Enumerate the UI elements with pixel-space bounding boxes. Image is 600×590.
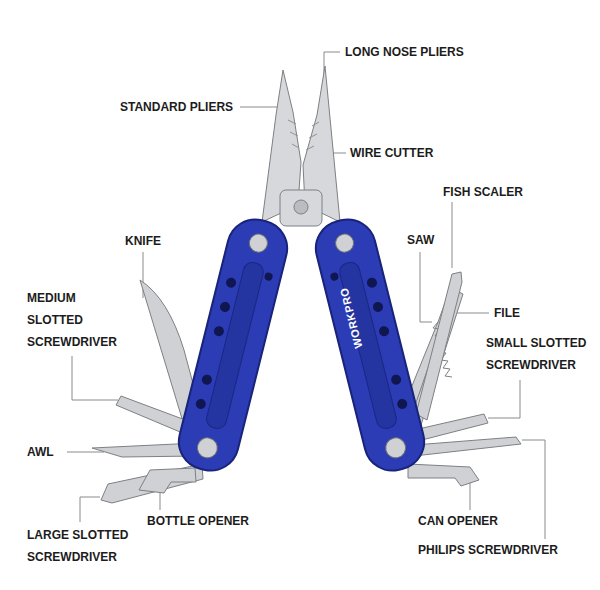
leader-line bbox=[452, 202, 453, 268]
hole bbox=[366, 277, 378, 289]
large-screwdriver bbox=[101, 464, 203, 503]
part-label: WIRE CUTTER bbox=[350, 142, 433, 164]
hole bbox=[390, 374, 402, 386]
left-handle bbox=[173, 214, 293, 477]
part-label: PHILIPS SCREWDRIVER bbox=[418, 539, 558, 561]
hole bbox=[195, 398, 207, 410]
right-handle bbox=[310, 214, 430, 477]
part-label: LONG NOSE PLIERS bbox=[345, 41, 464, 63]
handle-groove bbox=[338, 261, 399, 431]
handle-groove bbox=[205, 261, 266, 431]
screw bbox=[195, 436, 219, 460]
small-screwdriver bbox=[414, 414, 488, 441]
part-label: FILE bbox=[494, 302, 520, 324]
part-label: SAW bbox=[407, 229, 434, 251]
hole bbox=[330, 272, 340, 282]
fish-scaler bbox=[416, 272, 462, 420]
hole bbox=[201, 374, 213, 386]
part-label: FISH SCALER bbox=[443, 181, 523, 203]
leader-line bbox=[457, 313, 489, 314]
part-label: BOTTLE OPENER bbox=[147, 510, 249, 532]
handle-body bbox=[173, 214, 293, 477]
leader-line bbox=[67, 452, 104, 453]
part-label: STANDARD PLIERS bbox=[120, 96, 233, 118]
leader-line bbox=[522, 440, 545, 539]
handle-body bbox=[310, 214, 430, 477]
screw bbox=[334, 232, 356, 254]
part-label: CAN OPENER bbox=[418, 510, 498, 532]
hole bbox=[264, 272, 274, 282]
hole bbox=[378, 325, 390, 337]
philips-screwdriver bbox=[414, 437, 521, 456]
hole bbox=[372, 301, 384, 313]
screw bbox=[384, 436, 408, 460]
leader-line bbox=[488, 380, 520, 418]
handle-holes bbox=[330, 263, 409, 418]
part-label: MEDIUM SLOTTED SCREWDRIVER bbox=[27, 287, 127, 353]
part-label: AWL bbox=[27, 441, 54, 463]
part-label: SMALL SLOTTED SCREWDRIVER bbox=[486, 332, 594, 376]
jaw-serration bbox=[288, 120, 319, 150]
screw bbox=[247, 232, 269, 254]
leader-line bbox=[420, 252, 432, 322]
part-label: KNIFE bbox=[125, 230, 161, 252]
leader-line bbox=[470, 480, 471, 510]
leader-line bbox=[80, 497, 100, 522]
leader-lines bbox=[67, 52, 545, 539]
bottle-opener bbox=[139, 468, 196, 493]
part-label: LARGE SLOTTED SCREWDRIVER bbox=[27, 524, 135, 568]
hole bbox=[219, 301, 231, 313]
hole bbox=[213, 325, 225, 337]
pivot-block bbox=[280, 190, 322, 226]
handle-holes bbox=[195, 263, 274, 418]
hole bbox=[225, 277, 237, 289]
pliers-jaws bbox=[262, 66, 340, 226]
leader-line bbox=[72, 356, 118, 400]
pivot-screw bbox=[294, 200, 308, 214]
can-opener bbox=[408, 464, 479, 486]
hole bbox=[396, 398, 408, 410]
leader-line bbox=[324, 52, 340, 78]
